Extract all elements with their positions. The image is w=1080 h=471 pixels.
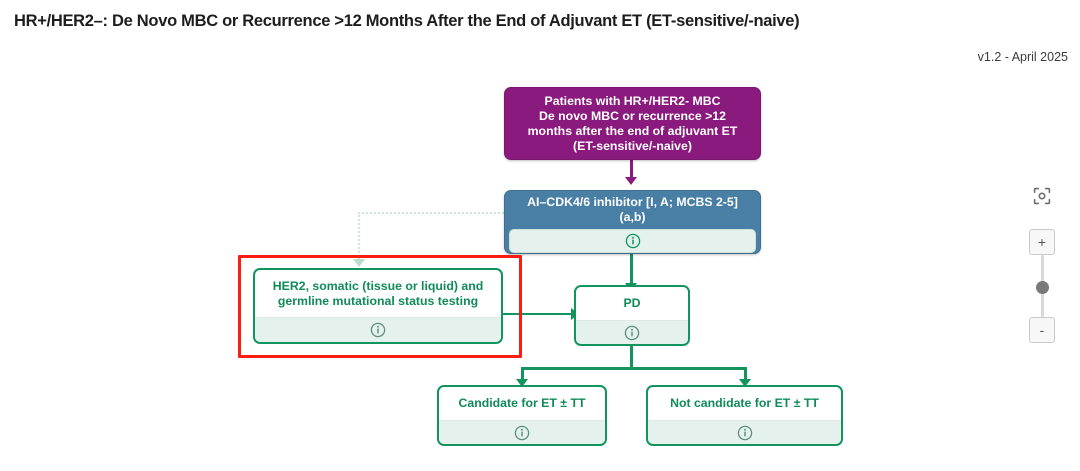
node-patients-hr-her2-mbc[interactable]: Patients with HR+/HER2- MBC De novo MBC …	[504, 87, 761, 160]
zoom-controls: + -	[1022, 183, 1062, 343]
node-candidate-line-1: Candidate for ET ± TT	[458, 396, 586, 410]
edge-pd-to-not-candidate-arrowhead	[739, 379, 751, 387]
node-pd-info-strip[interactable]	[576, 320, 688, 344]
node-testing-label: HER2, somatic (tissue or liquid) and ger…	[255, 270, 501, 317]
node-patients-label: Patients with HR+/HER2- MBC De novo MBC …	[505, 88, 760, 159]
fit-to-screen-button[interactable]	[1029, 183, 1055, 209]
edge-pd-horizontal-bus	[521, 367, 746, 370]
node-testing-info-strip[interactable]	[255, 317, 501, 342]
node-treatment-line-2: (a,b)	[619, 210, 646, 224]
node-patients-line-1: Patients with HR+/HER2- MBC	[544, 93, 721, 108]
node-not-candidate-info-strip[interactable]	[648, 420, 841, 444]
node-patients-line-4: (ET-sensitive/-naive)	[573, 138, 692, 153]
node-candidate-for-et-tt[interactable]: Candidate for ET ± TT	[437, 385, 607, 446]
node-progressive-disease[interactable]: PD	[574, 285, 690, 346]
edge-pd-to-not-candidate-drop	[744, 367, 747, 381]
info-icon[interactable]	[625, 233, 641, 249]
edge-treatment-to-testing-vertical	[358, 212, 360, 260]
node-testing-line-2: germline mutational status testing	[277, 293, 479, 308]
node-pd-label: PD	[576, 287, 688, 320]
node-not-candidate-for-et-tt[interactable]: Not candidate for ET ± TT	[646, 385, 843, 446]
info-icon[interactable]	[370, 322, 386, 338]
node-not-candidate-label: Not candidate for ET ± TT	[648, 387, 841, 420]
info-icon[interactable]	[737, 425, 753, 441]
node-treatment-line-1: AI–CDK4/6 inhibitor [I, A; MCBS 2-5]	[527, 195, 738, 209]
edge-start-to-treatment-arrowhead	[625, 177, 637, 185]
zoom-slider[interactable]	[1029, 255, 1055, 317]
edge-pd-trunk	[630, 346, 633, 369]
node-treatment-label: AI–CDK4/6 inhibitor [I, A; MCBS 2-5] (a,…	[508, 194, 757, 229]
edge-testing-to-pd	[503, 312, 574, 315]
edge-treatment-to-testing-arrowhead	[353, 259, 365, 267]
info-icon[interactable]	[624, 325, 640, 341]
zoom-slider-thumb[interactable]	[1036, 281, 1049, 294]
zoom-out-button[interactable]: -	[1029, 317, 1055, 343]
node-ai-cdk46-inhibitor[interactable]: AI–CDK4/6 inhibitor [I, A; MCBS 2-5] (a,…	[504, 190, 761, 254]
info-icon[interactable]	[514, 425, 530, 441]
node-not-candidate-line-1: Not candidate for ET ± TT	[670, 396, 819, 410]
page-title: HR+/HER2–: De Novo MBC or Recurrence >12…	[14, 12, 800, 30]
edge-pd-to-candidate-arrowhead	[516, 379, 528, 387]
node-candidate-label: Candidate for ET ± TT	[439, 387, 605, 420]
node-treatment-info-strip[interactable]	[509, 229, 756, 253]
edge-pd-to-candidate-drop	[521, 367, 524, 381]
node-patients-line-2: De novo MBC or recurrence >12	[539, 108, 726, 123]
node-her2-mutational-status-testing[interactable]: HER2, somatic (tissue or liquid) and ger…	[253, 268, 503, 344]
fit-to-screen-icon	[1033, 187, 1051, 205]
edge-start-to-treatment	[630, 160, 633, 178]
node-testing-line-1: HER2, somatic (tissue or liquid) and	[272, 278, 484, 293]
version-label: v1.2 - April 2025	[977, 50, 1068, 64]
node-patients-line-3: months after the end of adjuvant ET	[527, 123, 738, 138]
edge-treatment-to-pd	[630, 254, 633, 285]
node-pd-line-1: PD	[623, 296, 641, 310]
edge-treatment-to-testing-horizontal	[358, 212, 504, 214]
node-candidate-info-strip[interactable]	[439, 420, 605, 444]
zoom-in-button[interactable]: +	[1029, 229, 1055, 255]
flowchart-canvas[interactable]: Patients with HR+/HER2- MBC De novo MBC …	[0, 72, 1080, 471]
selection-rectangle	[238, 255, 522, 358]
